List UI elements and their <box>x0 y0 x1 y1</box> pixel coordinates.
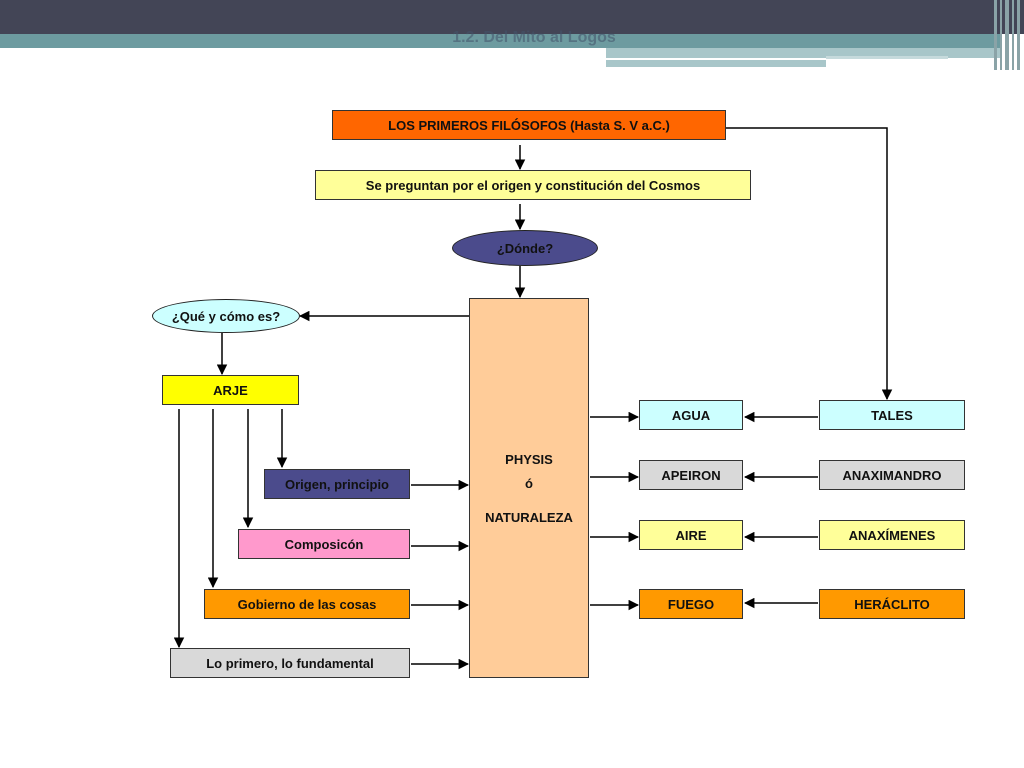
composition-box: Composicón <box>238 529 410 559</box>
physis-box: PHYSIS ó NATURALEZA <box>469 298 589 678</box>
header-band-accent <box>606 60 826 67</box>
element-fire-box: FUEGO <box>639 589 743 619</box>
physis-connector-label: ó <box>525 475 533 491</box>
what-how-question-ellipse: ¿Qué y cómo es? <box>152 299 300 333</box>
nature-label: NATURALEZA <box>485 509 573 525</box>
title-bar <box>0 0 1024 34</box>
header-band <box>0 34 1000 48</box>
header-band-lower <box>606 48 1000 58</box>
fundamental-box: Lo primero, lo fundamental <box>170 648 410 678</box>
early-philosophers-box: LOS PRIMEROS FILÓSOFOS (Hasta S. V a.C.) <box>332 110 726 140</box>
element-water-box: AGUA <box>639 400 743 430</box>
government-box: Gobierno de las cosas <box>204 589 410 619</box>
element-air-box: AIRE <box>639 520 743 550</box>
arje-box: ARJE <box>162 375 299 405</box>
philosopher-heraclitus-box: HERÁCLITO <box>819 589 965 619</box>
origin-principle-box: Origen, principio <box>264 469 410 499</box>
corner-stripes <box>992 0 1024 70</box>
philosopher-anaximenes-box: ANAXÍMENES <box>819 520 965 550</box>
philosopher-anaximander-box: ANAXIMANDRO <box>819 460 965 490</box>
cosmos-question-box: Se preguntan por el origen y constitució… <box>315 170 751 200</box>
header-band-line <box>826 56 948 59</box>
arje-label: ARJE <box>213 382 248 398</box>
where-question-ellipse: ¿Dónde? <box>452 230 598 266</box>
slide-title: 1.2. Del Mito al Logos <box>452 29 616 46</box>
physis-label: PHYSIS <box>505 451 553 467</box>
philosopher-tales-box: TALES <box>819 400 965 430</box>
element-apeiron-box: APEIRON <box>639 460 743 490</box>
